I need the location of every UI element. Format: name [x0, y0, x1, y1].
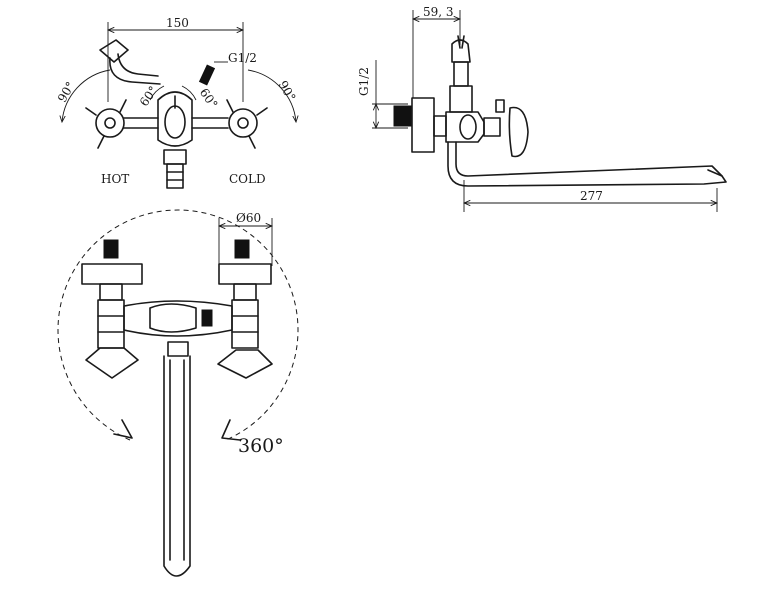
hot-label: HOT — [101, 172, 129, 186]
dimension-width-label: 150 — [166, 16, 189, 30]
dimension-handle-diameter: Ø60 — [219, 211, 272, 266]
shower-holder — [99, 39, 161, 85]
spout-top — [163, 355, 191, 577]
thread-label-side: G1/2 — [357, 67, 371, 96]
dimension-spout-label: 277 — [580, 189, 603, 203]
thread-dimension-side: G1/2 — [357, 60, 408, 128]
mixer-body-front — [157, 91, 193, 189]
dimension-offset: 59, 3 — [413, 5, 460, 98]
top-view: 360° Ø60 — [57, 209, 299, 577]
cold-valve-top — [217, 239, 273, 379]
shower-holder-side — [449, 35, 473, 113]
dimension-offset-label: 59, 3 — [423, 5, 454, 19]
front-view: 150 G1/2 90° 60° 60° 90° — [55, 16, 299, 189]
hot-valve-top — [81, 239, 143, 379]
angle-left-outer: 90° — [55, 79, 78, 104]
rotation-arcs-front — [62, 69, 296, 122]
handle-side — [483, 99, 529, 158]
inlet-thread-side — [393, 105, 413, 127]
angle-right-outer: 90° — [276, 78, 299, 103]
cold-label: COLD — [229, 172, 266, 186]
angle-left-inner: 60° — [137, 83, 161, 108]
hose-connector-black — [198, 64, 216, 86]
dimension-handle-diameter-label: Ø60 — [236, 211, 261, 225]
spout-side — [447, 141, 727, 212]
mixer-body-top — [123, 300, 233, 357]
wall-flange-side — [411, 97, 435, 153]
rotation-arrow-left — [113, 419, 133, 439]
dimension-width: 150 — [108, 16, 243, 102]
side-view: 59, 3 G1/2 — [357, 5, 727, 212]
hot-handle-front — [85, 99, 159, 149]
thread-label-front: G1/2 — [228, 51, 257, 65]
rotation-label: 360° — [238, 435, 284, 457]
rotation-arrow-right — [221, 419, 241, 441]
angle-right-inner: 60° — [197, 86, 221, 111]
cold-handle-front — [191, 99, 268, 149]
rotation-circle — [57, 209, 299, 441]
